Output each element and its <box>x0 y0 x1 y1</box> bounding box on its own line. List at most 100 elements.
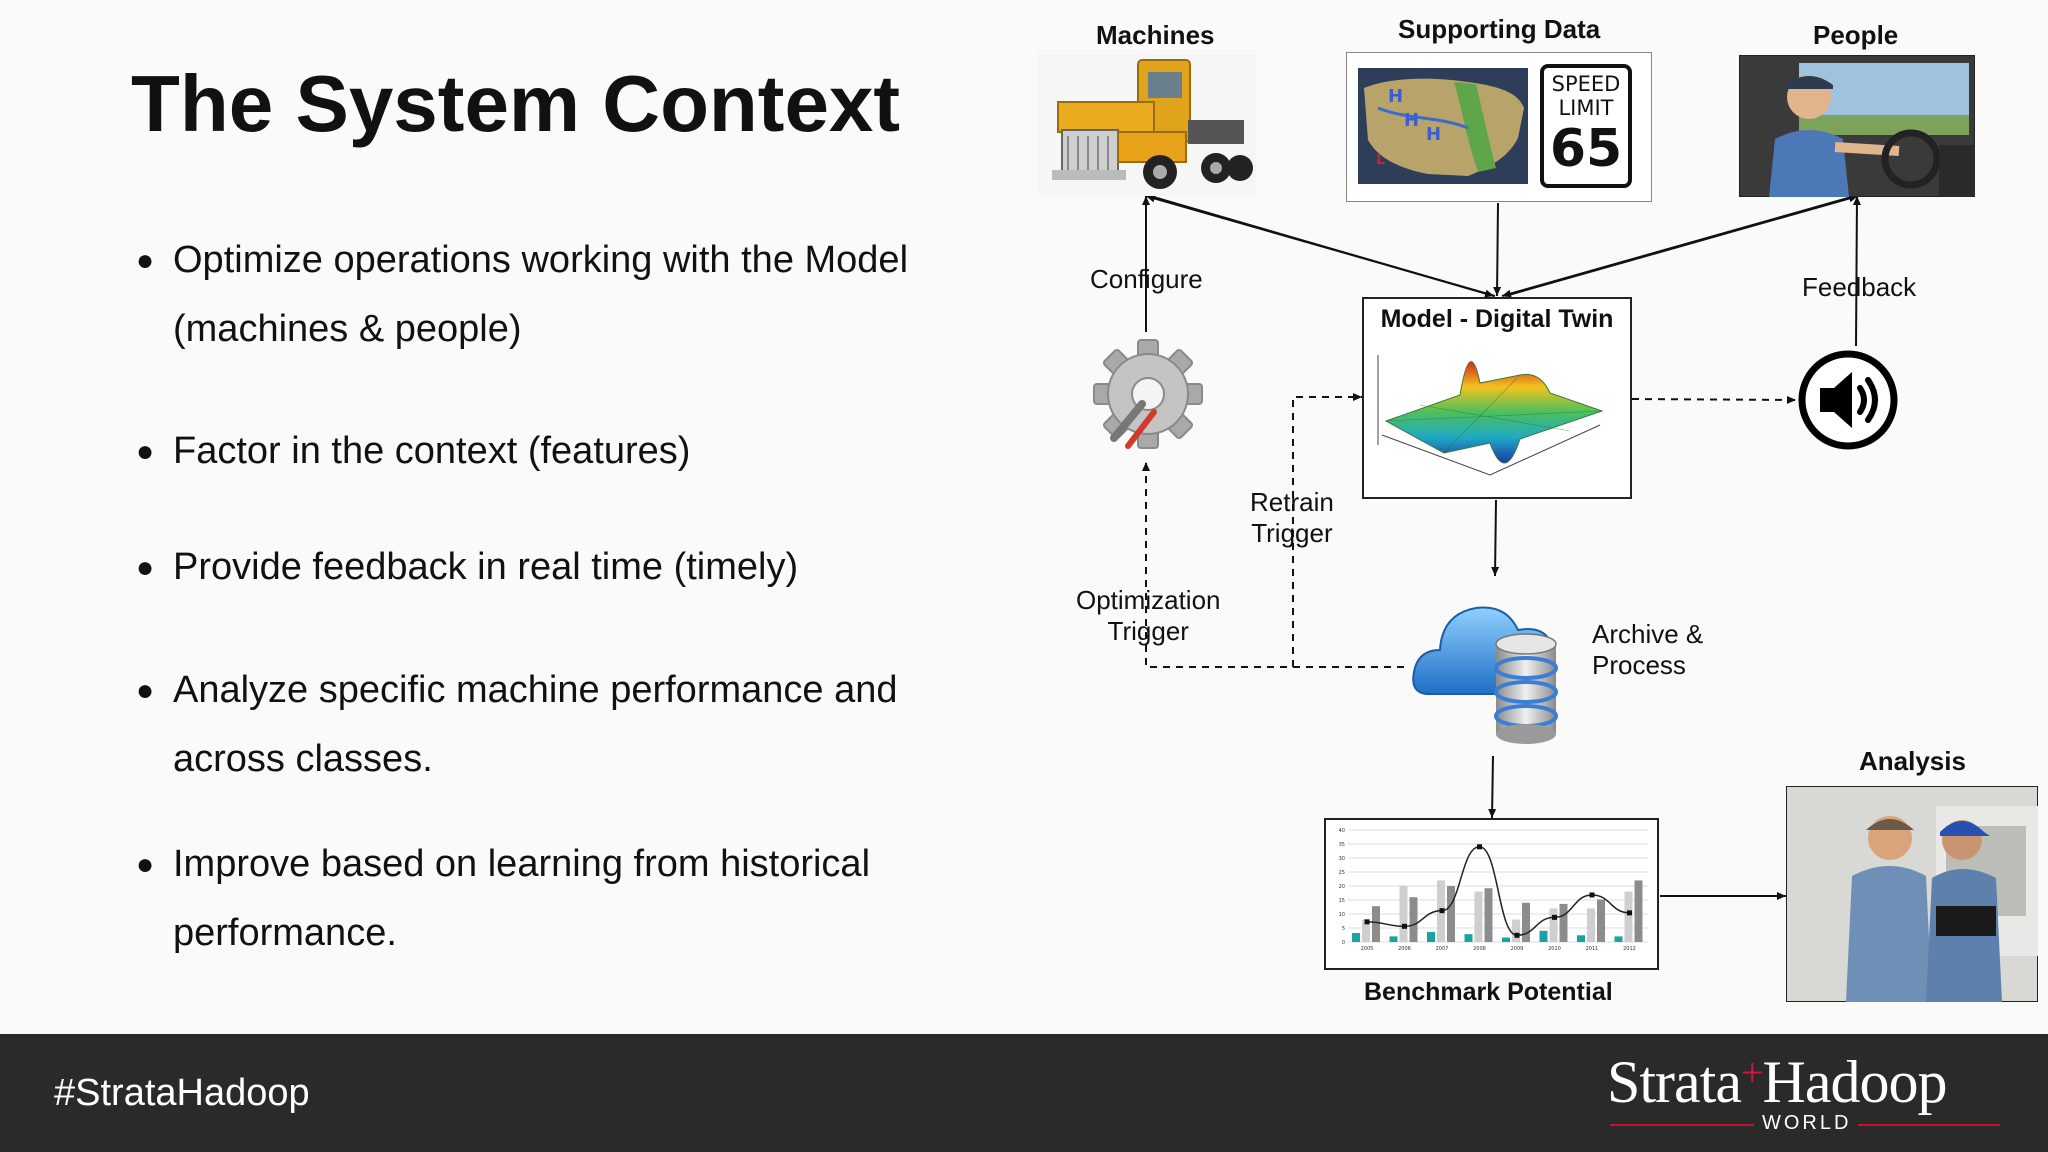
thumb-xtick: 2009 <box>1511 946 1524 952</box>
slide: The System Context ● Optimize operations… <box>131 14 2038 1006</box>
people-label: People <box>1813 20 1899 50</box>
thumb-trend-point <box>1477 844 1482 850</box>
retrain-trigger-label: Retrain Trigger <box>1250 487 1334 549</box>
optimization-line: Trigger <box>1107 616 1189 646</box>
thumb-xtick: 2005 <box>1361 946 1374 952</box>
thumb-xtick: 2010 <box>1548 946 1561 952</box>
thumb-bar <box>1389 936 1398 942</box>
archive-line: Process <box>1592 650 1686 680</box>
brand-right: Hadoop <box>1762 1049 1948 1115</box>
thumb-bar <box>1362 919 1370 942</box>
thumb-ytick: 40 <box>1339 828 1345 834</box>
workers-photo-icon <box>1786 786 2038 1002</box>
footer-bar: #StrataHadoop Strata+Hadoop WORLD <box>0 1034 2048 1152</box>
brand-underline-left <box>1610 1124 1754 1126</box>
configure-label: Configure <box>1090 264 1203 294</box>
model-label: Model - Digital Twin <box>1380 305 1614 333</box>
map-mark: H <box>1426 124 1441 145</box>
thumb-trend-point <box>1552 914 1557 920</box>
machines-label: Machines <box>1096 20 1215 50</box>
map-mark: L <box>1376 152 1385 168</box>
feedback-label: Feedback <box>1802 272 1917 302</box>
dashed-retrain-path <box>1292 393 1362 667</box>
thumb-ytick: 5 <box>1342 926 1345 932</box>
bullet-text: Analyze specific machine performance and… <box>173 669 898 780</box>
brand-logo: Strata+Hadoop <box>1607 1048 1948 1117</box>
thumb-xtick: 2006 <box>1398 946 1411 952</box>
bullet-dot: ● <box>136 848 155 881</box>
thumb-bar <box>1399 886 1408 942</box>
optimization-line: Optimization <box>1076 585 1221 615</box>
thumb-bar <box>1512 919 1520 942</box>
thumb-bar <box>1614 936 1623 942</box>
thumb-ytick: 25 <box>1339 870 1345 876</box>
optimization-trigger-label: Optimization Trigger <box>1076 585 1221 647</box>
bullet-text: Provide feedback in real time (timely) <box>173 546 799 588</box>
cloud-database-icon <box>1412 606 1558 744</box>
thumb-xtick: 2008 <box>1473 946 1486 952</box>
arrow-feedback <box>1852 195 1861 347</box>
slide-title: The System Context <box>131 59 901 148</box>
weather-map-icon: H H H L <box>1358 68 1528 184</box>
thumb-bar <box>1372 906 1380 942</box>
thumb-bar <box>1549 908 1558 942</box>
thumb-bar <box>1502 937 1510 942</box>
arrow-archive-to-benchmark <box>1488 755 1497 819</box>
analysis-label: Analysis <box>1859 746 1966 776</box>
thumb-bar <box>1587 908 1595 942</box>
brand-left: Strata <box>1607 1049 1742 1115</box>
arrow-model-to-people <box>1504 194 1859 297</box>
sign-speed-text: SPEED <box>1551 72 1621 96</box>
model-digital-twin-box: Model - Digital Twin <box>1362 297 1632 499</box>
thumb-bar <box>1577 935 1585 942</box>
archive-line: Archive & <box>1592 619 1704 649</box>
thumb-trend-line <box>1366 846 1630 937</box>
brand-world: WORLD <box>1762 1112 1852 1134</box>
dashed-trigger-path <box>1142 462 1404 668</box>
thumb-bar <box>1634 880 1643 942</box>
archive-process-label: Archive & Process <box>1592 619 1703 681</box>
benchmark-label: Benchmark Potential <box>1364 978 1613 1006</box>
diagram-connectors <box>1142 194 1861 900</box>
thumb-trend-point <box>1627 910 1632 916</box>
map-mark: H <box>1388 86 1403 107</box>
thumb-ytick: 20 <box>1339 884 1345 890</box>
thumb-bar <box>1559 903 1568 942</box>
thumb-ytick: 30 <box>1339 856 1345 862</box>
brand-plus: + <box>1740 1050 1764 1095</box>
thumb-bar <box>1447 886 1455 942</box>
thumb-trend-point <box>1439 908 1445 914</box>
bullet-dot: ● <box>136 435 155 468</box>
thumb-bar <box>1624 891 1633 942</box>
thumb-ytick: 35 <box>1339 842 1345 848</box>
supporting-data-label: Supporting Data <box>1398 14 1601 44</box>
arrow-data-to-model <box>1493 202 1502 297</box>
thumb-bar <box>1597 899 1605 942</box>
bullet-text: Optimize operations working with the Mod… <box>173 239 909 350</box>
thumb-bar <box>1522 902 1530 942</box>
thumb-bar <box>1539 930 1548 942</box>
arrow-machines-to-model <box>1149 195 1495 298</box>
brand-underline-right <box>1858 1124 2000 1126</box>
sign-number-text: 65 <box>1549 119 1623 179</box>
thumb-bar <box>1464 934 1473 942</box>
driver-photo-icon <box>1739 55 1975 197</box>
bullet-text: Improve based on learning from historica… <box>173 843 871 954</box>
thumb-bar <box>1352 933 1360 942</box>
bullet-dot: ● <box>136 674 155 707</box>
sign-limit-text: LIMIT <box>1558 96 1614 120</box>
thumb-ytick: 15 <box>1339 898 1345 904</box>
arrow-model-to-archive <box>1491 499 1500 577</box>
thumb-trend-point <box>1402 923 1407 929</box>
thumb-bar <box>1484 888 1493 942</box>
thumb-bar <box>1474 891 1483 942</box>
truck-icon <box>1038 50 1256 196</box>
bullet-dot: ● <box>136 244 155 277</box>
thumb-bar <box>1427 931 1435 942</box>
gear-wrench-icon <box>1093 339 1203 449</box>
thumb-bar <box>1409 897 1418 942</box>
thumb-ytick: 10 <box>1339 912 1345 918</box>
speaker-icon <box>1798 350 1898 450</box>
surface-plot-icon <box>1377 355 1604 476</box>
